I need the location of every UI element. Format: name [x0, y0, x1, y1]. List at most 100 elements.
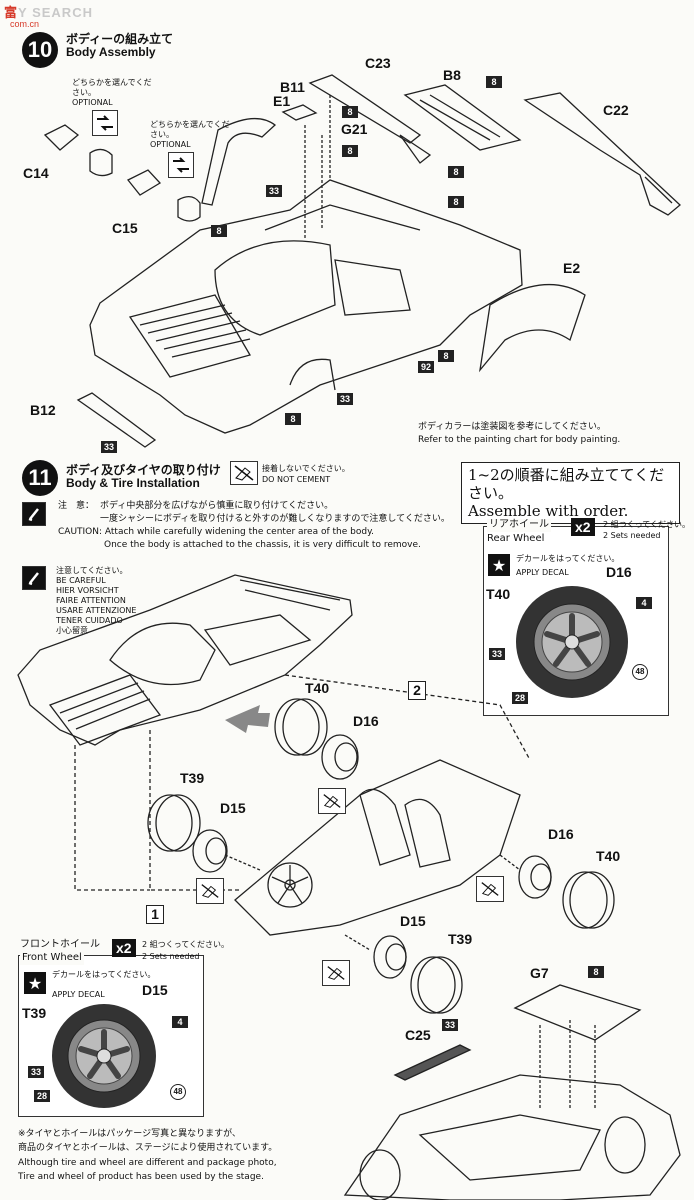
- part-label-t40: T40: [305, 680, 330, 696]
- code-badge: 8: [342, 106, 358, 118]
- no-cement-jp: 接着しないでください。: [262, 464, 350, 473]
- watermark-domain: com.cn: [10, 19, 40, 29]
- code-badge: 33: [101, 441, 118, 453]
- code-badge: 8: [211, 225, 227, 237]
- code-badge: 33: [28, 1066, 45, 1078]
- careful-line: FAIRE ATTENTION: [56, 596, 126, 605]
- paint-note-en: Refer to the painting chart for body pai…: [418, 435, 621, 445]
- no-cement-icon: [318, 788, 346, 814]
- careful-line: HIER VORSICHT: [56, 586, 119, 595]
- body-tire-installation-diagram: [17, 574, 681, 1200]
- front-wheel-count: x2: [112, 939, 136, 957]
- code-badge: 92: [418, 361, 435, 373]
- footnote-jp-2: 商品のタイヤとホイールは、ステージにより使用されています。: [18, 1143, 278, 1153]
- careful-jp: 注意してください。: [56, 566, 128, 575]
- code-circle: 48: [170, 1084, 186, 1100]
- part-label-t39: T39: [180, 770, 205, 786]
- part-label-t40: T40: [596, 848, 621, 864]
- front-wheel-title-en: Front Wheel: [20, 952, 84, 965]
- caution-icon: [22, 502, 46, 526]
- assemble-order-en: Assemble with order.: [468, 502, 629, 520]
- step-11-number: 11: [22, 460, 58, 496]
- code-circle: 48: [632, 664, 648, 680]
- caution-en-1: CAUTION: Attach while carefully widening…: [58, 527, 374, 537]
- optional-en-1: OPTIONAL: [72, 98, 113, 107]
- careful-line: TENER CUIDADO: [56, 616, 123, 625]
- optional-en-2: OPTIONAL: [150, 140, 191, 149]
- watermark-brand-mid: Y: [18, 5, 28, 20]
- part-label-c14: C14: [23, 165, 49, 181]
- step-10-number: 10: [22, 32, 58, 68]
- part-label-g21: G21: [341, 121, 368, 137]
- rear-wheel-title-en: Rear Wheel: [487, 533, 545, 544]
- code-badge: 4: [636, 597, 652, 609]
- front-wheel-sets-en: 2 Sets needed: [142, 952, 200, 961]
- code-badge: 33: [266, 185, 283, 197]
- front-decal-jp: デカールをはってください。: [52, 970, 156, 979]
- caution-jp-2: 一度シャシーにボディを取り付けると外すのが難しくなりますので注意してください。: [100, 514, 450, 524]
- order-mark-1: 1: [146, 905, 164, 924]
- rear-wheel-sets-en: 2 Sets needed: [603, 531, 661, 540]
- part-label-b8: B8: [443, 67, 461, 83]
- front-decal-en: APPLY DECAL: [52, 990, 105, 999]
- footnote-en-2: Tire and wheel of product has been used …: [18, 1172, 264, 1182]
- code-badge: 33: [489, 648, 506, 660]
- careful-line: USARE ATTENZIONE: [56, 606, 137, 615]
- code-badge: 28: [512, 692, 529, 704]
- swap-icon: [168, 152, 194, 178]
- no-cement-icon: [196, 878, 224, 904]
- careful-line: 小心留意: [56, 626, 88, 635]
- caution-label-jp: 注 意：: [58, 501, 95, 511]
- part-label-c22: C22: [603, 102, 629, 118]
- front-wheel-sets-jp: 2 組つくってください。: [142, 940, 229, 949]
- decal-star-icon: ★: [24, 972, 46, 994]
- step-11-title-en: Body & Tire Installation: [66, 476, 200, 490]
- careful-list: 注意してください。 BE CAREFUL HIER VORSICHT FAIRE…: [56, 566, 136, 636]
- rear-wheel-title-jp: リアホイール: [487, 519, 551, 532]
- watermark-brand-b: SEARCH: [32, 5, 93, 20]
- rear-wheel-sets-jp: 2 組つくってください。: [603, 520, 690, 529]
- front-part-t39: T39: [22, 1005, 47, 1021]
- code-badge: 28: [34, 1090, 51, 1102]
- caution-icon: [22, 566, 46, 590]
- code-badge: 8: [448, 196, 464, 208]
- front-wheel-drawing: [52, 1004, 156, 1108]
- part-label-c23: C23: [365, 55, 391, 71]
- part-label-e1: E1: [273, 93, 291, 109]
- code-badge: 8: [588, 966, 604, 978]
- optional-note-2: どちらかを選んでください。 OPTIONAL: [150, 120, 230, 150]
- part-label-d15: D15: [220, 800, 246, 816]
- rear-wheel-drawing: [516, 586, 628, 698]
- part-label-e2: E2: [563, 260, 581, 276]
- caution-en-2: Once the body is attached to the chassis…: [104, 540, 421, 550]
- rear-part-d16: D16: [606, 564, 632, 580]
- code-badge: 33: [337, 393, 354, 405]
- code-badge: 4: [172, 1016, 188, 1028]
- swap-icon: [92, 110, 118, 136]
- rear-wheel-count: x2: [571, 518, 595, 536]
- step-10-title-en: Body Assembly: [66, 45, 156, 59]
- order-mark-2: 2: [408, 681, 426, 700]
- careful-line: BE CAREFUL: [56, 576, 106, 585]
- no-cement-icon: [476, 876, 504, 902]
- rear-decal-en: APPLY DECAL: [516, 568, 569, 577]
- part-label-c25: C25: [405, 1027, 431, 1043]
- part-label-c15: C15: [112, 220, 138, 236]
- part-label-d16: D16: [353, 713, 379, 729]
- body-assembly-diagram: [43, 74, 681, 448]
- code-badge: 8: [438, 350, 454, 362]
- footnote-en-1: Although tire and wheel are different an…: [18, 1158, 277, 1168]
- part-label-b11: B11: [280, 79, 305, 95]
- no-cement-en: DO NOT CEMENT: [262, 475, 331, 484]
- optional-jp-1: どちらかを選んでください。: [72, 78, 152, 97]
- no-cement-icon: [322, 960, 350, 986]
- part-label-b12: B12: [30, 402, 56, 418]
- decal-star-icon: ★: [488, 554, 510, 576]
- code-badge: 33: [442, 1019, 459, 1031]
- optional-jp-2: どちらかを選んでください。: [150, 120, 230, 139]
- footnote-jp-1: ※タイヤとホイールはパッケージ写真と異なりますが、: [18, 1129, 241, 1139]
- rear-decal-jp: デカールをはってください。: [516, 554, 620, 563]
- code-badge: 8: [486, 76, 502, 88]
- watermark-brand-a: 富: [4, 5, 19, 20]
- paint-note-jp: ボディカラーは塗装図を参考にしてください。: [418, 422, 606, 432]
